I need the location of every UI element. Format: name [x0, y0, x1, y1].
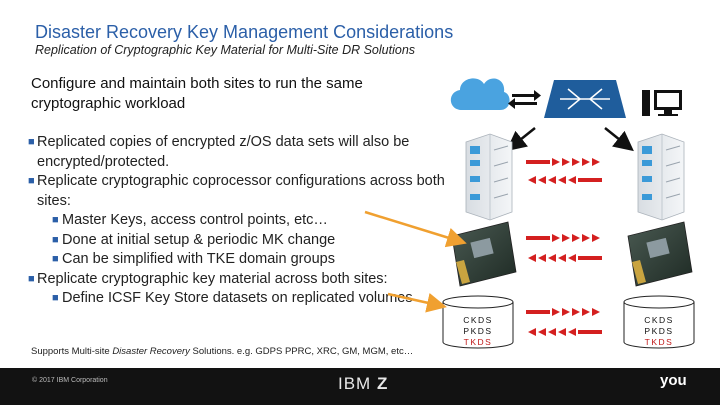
- bullet-list: ■Replicated copies of encrypted z/OS dat…: [28, 133, 448, 309]
- ckds-label: CKDS: [463, 315, 493, 325]
- replication-arrows-top: [526, 158, 600, 166]
- tagline: you: [660, 372, 687, 389]
- workstation-icon: [642, 90, 682, 116]
- right-keystore-db: CKDS PKDS TKDS: [624, 302, 694, 354]
- pkds-label: PKDS: [463, 326, 493, 336]
- bullet-item: ■Done at initial setup & periodic MK cha…: [52, 231, 336, 248]
- pkds-label: PKDS: [644, 326, 674, 336]
- slide-headline: Configure and maintain both sites to run…: [31, 75, 363, 112]
- replication-arrows-db-bottom: [528, 328, 602, 336]
- replication-arrows-card-top: [526, 234, 600, 242]
- ckds-label: CKDS: [644, 315, 674, 325]
- bullet-item: ■Master Keys, access control points, etc…: [52, 212, 328, 228]
- footnote: Supports Multi-site Disaster Recovery So…: [31, 346, 414, 357]
- bullet-item: ■Replicate cryptographic key material ac…: [28, 270, 388, 287]
- replication-diagram: [364, 78, 695, 349]
- tkds-label: TKDS: [644, 337, 674, 347]
- database-icon: [623, 295, 695, 349]
- bidirectional-arrow-icon: [508, 90, 541, 109]
- copyright: © 2017 IBM Corporation: [32, 377, 108, 384]
- ibm-z-logo: IBM Z: [338, 374, 389, 393]
- cloud-icon: [450, 78, 510, 110]
- slide-title: Disaster Recovery Key Management Conside…: [35, 22, 454, 42]
- network-switch-icon: [544, 80, 626, 118]
- bullet-item: ■Replicate cryptographic coprocessor con…: [28, 173, 445, 209]
- bullet-item: ■Can be simplified with TKE domain group…: [52, 251, 335, 267]
- tkds-label: TKDS: [463, 337, 493, 347]
- replication-arrows-db-top: [526, 308, 600, 316]
- replication-arrows-mid: [528, 176, 602, 184]
- server-rack-icon: [637, 133, 685, 221]
- bullet-item: ■Replicated copies of encrypted z/OS dat…: [28, 134, 410, 170]
- slide-subtitle: Replication of Cryptographic Key Materia…: [35, 43, 416, 57]
- crypto-card-icon: [627, 221, 693, 287]
- left-keystore-db: CKDS PKDS TKDS: [443, 302, 513, 354]
- slide-footer: © 2017 IBM Corporation IBM Z you: [0, 368, 720, 405]
- bullet-item: ■Define ICSF Key Store datasets on repli…: [52, 290, 413, 306]
- server-rack-icon: [465, 133, 513, 221]
- database-icon: [442, 295, 514, 349]
- replication-arrows-card-bottom: [528, 254, 602, 262]
- crypto-card-icon: [451, 221, 517, 287]
